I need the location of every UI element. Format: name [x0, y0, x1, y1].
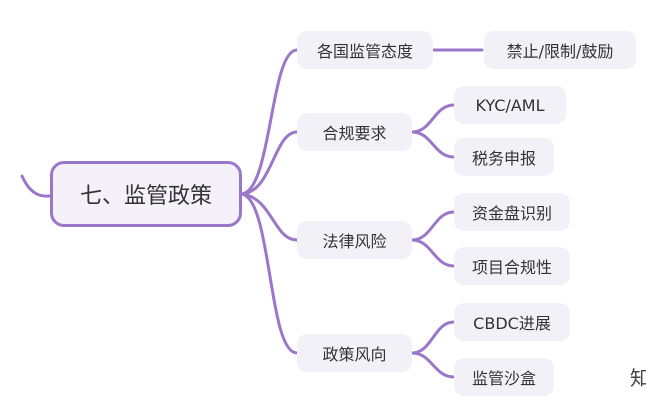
leaf-node-label: KYC/AML [475, 95, 545, 115]
leaf-node-label: 监管沙盒 [471, 369, 536, 388]
branch-node-legal-risk[interactable]: 法律风险 [297, 221, 412, 259]
connector-branch-4-leaf-1 [410, 320, 456, 355]
connector-branch-2-leaf-1 [410, 103, 456, 134]
branch-node-label: 合规要求 [322, 124, 387, 143]
leaf-node-project-compliance[interactable]: 项目合规性 [454, 247, 570, 285]
connector-branch-3-leaf-2 [410, 238, 456, 268]
connector-root-branch-3 [240, 192, 299, 242]
leaf-node-label: 项目合规性 [471, 258, 552, 277]
leaf-node-ban-limit-encourage[interactable]: 禁止/限制/鼓励 [484, 31, 636, 69]
cropped-watermark-text: 知 [630, 366, 646, 390]
connector-root-branch-1 [240, 48, 299, 196]
leaf-node-ponzi-identification[interactable]: 资金盘识别 [454, 193, 570, 231]
leaf-node-kyc-aml[interactable]: KYC/AML [454, 86, 566, 124]
connector-root-branch-4 [240, 192, 299, 355]
connector-branch-4-leaf-2 [410, 351, 456, 379]
connector-branch-3-leaf-1 [410, 210, 456, 242]
root-node-label: 七、监管政策 [79, 184, 212, 209]
branch-node-label: 法律风险 [322, 232, 387, 251]
leaf-node-label: 税务申报 [471, 149, 536, 168]
root-left-stub [20, 174, 52, 198]
connector-branch-2-leaf-2 [410, 130, 456, 159]
connector-root-branch-2 [240, 130, 299, 196]
leaf-node-label: 资金盘识别 [471, 204, 552, 223]
leaf-node-cbdc-progress[interactable]: CBDC进展 [454, 303, 570, 341]
leaf-node-label: 禁止/限制/鼓励 [506, 42, 614, 61]
branch-node-label: 政策风向 [322, 345, 387, 364]
root-node[interactable]: 七、监管政策 [50, 161, 242, 227]
branch-node-compliance[interactable]: 合规要求 [297, 113, 412, 151]
leaf-node-label: CBDC进展 [473, 314, 551, 333]
branch-node-regulatory-attitude[interactable]: 各国监管态度 [297, 31, 433, 69]
branch-node-label: 各国监管态度 [316, 42, 413, 61]
leaf-node-regulatory-sandbox[interactable]: 监管沙盒 [454, 358, 554, 396]
branch-node-policy-trend[interactable]: 政策风向 [297, 334, 412, 372]
leaf-node-tax-filing[interactable]: 税务申报 [454, 138, 554, 176]
